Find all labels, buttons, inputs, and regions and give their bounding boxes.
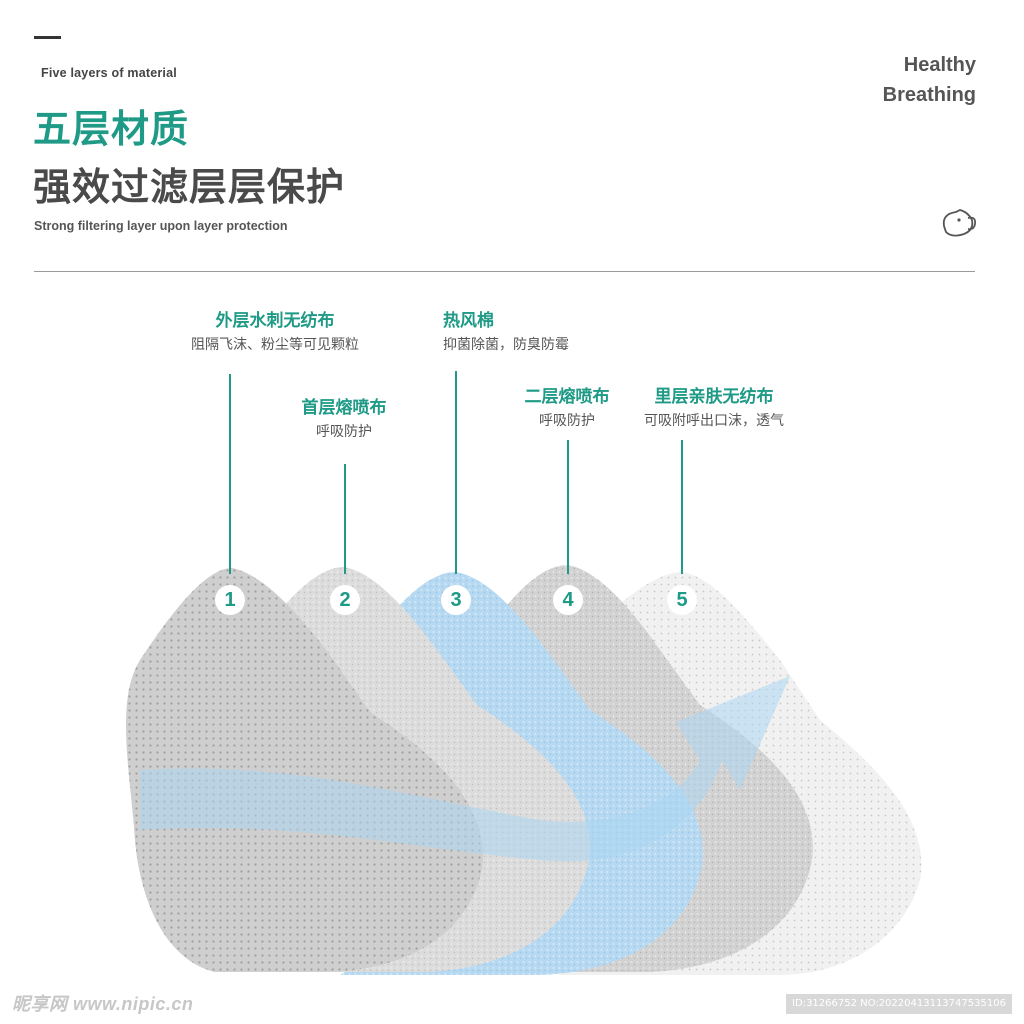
layer-number-4: 4 (553, 585, 583, 615)
watermark-id: ID:31266752 NO:20220413113747535106 (786, 994, 1012, 1014)
mask-icon (942, 209, 977, 237)
layer-desc-1: 阻隔飞沫、粉尘等可见颗粒 (191, 336, 359, 352)
layer-name-3: 热风棉 (443, 311, 494, 330)
layer-label-2: 首层熔喷布 呼吸防护 (234, 397, 454, 443)
page-title: 五层材质 (33, 109, 190, 151)
page-subtitle-en: Strong filtering layer upon layer protec… (34, 219, 288, 233)
kicker-text: Five layers of material (41, 66, 177, 80)
layer-desc-4: 呼吸防护 (539, 412, 595, 428)
layer-desc-3: 抑菌除菌，防臭防霉 (443, 336, 569, 352)
brand-tagline: Healthy Breathing (883, 50, 976, 110)
layer-name-2: 首层熔喷布 (301, 398, 387, 417)
layer-number-2: 2 (330, 585, 360, 615)
layer-label-3: 热风棉 抑菌除菌，防臭防霉 (405, 310, 605, 356)
watermark-site: 昵享网 www.nipic.cn (12, 994, 194, 1014)
leader-line-4 (567, 440, 569, 574)
layer-label-5: 里层亲肤无纺布 可吸附呼出口沫，透气 (604, 386, 824, 432)
header-rule (34, 271, 975, 272)
page-subtitle: 强效过滤层层保护 (33, 167, 346, 209)
layer-desc-2: 呼吸防护 (316, 423, 372, 439)
layer-number-5: 5 (667, 585, 697, 615)
layer-name-1: 外层水刺无纺布 (215, 311, 335, 330)
top-dash-divider (34, 36, 61, 39)
layer-number-1: 1 (215, 585, 245, 615)
brand-line-1: Healthy (903, 54, 976, 76)
leader-line-2 (344, 464, 346, 574)
layer-label-4: 二层熔喷布 呼吸防护 (457, 386, 677, 432)
airflow-arrow (140, 676, 790, 862)
leader-line-3 (455, 371, 457, 574)
leader-line-5 (681, 440, 683, 574)
leader-line-1 (229, 374, 231, 574)
layer-label-1: 外层水刺无纺布 阻隔飞沫、粉尘等可见颗粒 (165, 310, 385, 356)
layer-number-3: 3 (441, 585, 471, 615)
layer-name-5: 里层亲肤无纺布 (654, 387, 774, 406)
layer-1-shape (125, 568, 483, 972)
layer-desc-5: 可吸附呼出口沫，透气 (644, 412, 784, 428)
layer-name-4: 二层熔喷布 (524, 387, 610, 406)
brand-line-2: Breathing (882, 84, 976, 106)
